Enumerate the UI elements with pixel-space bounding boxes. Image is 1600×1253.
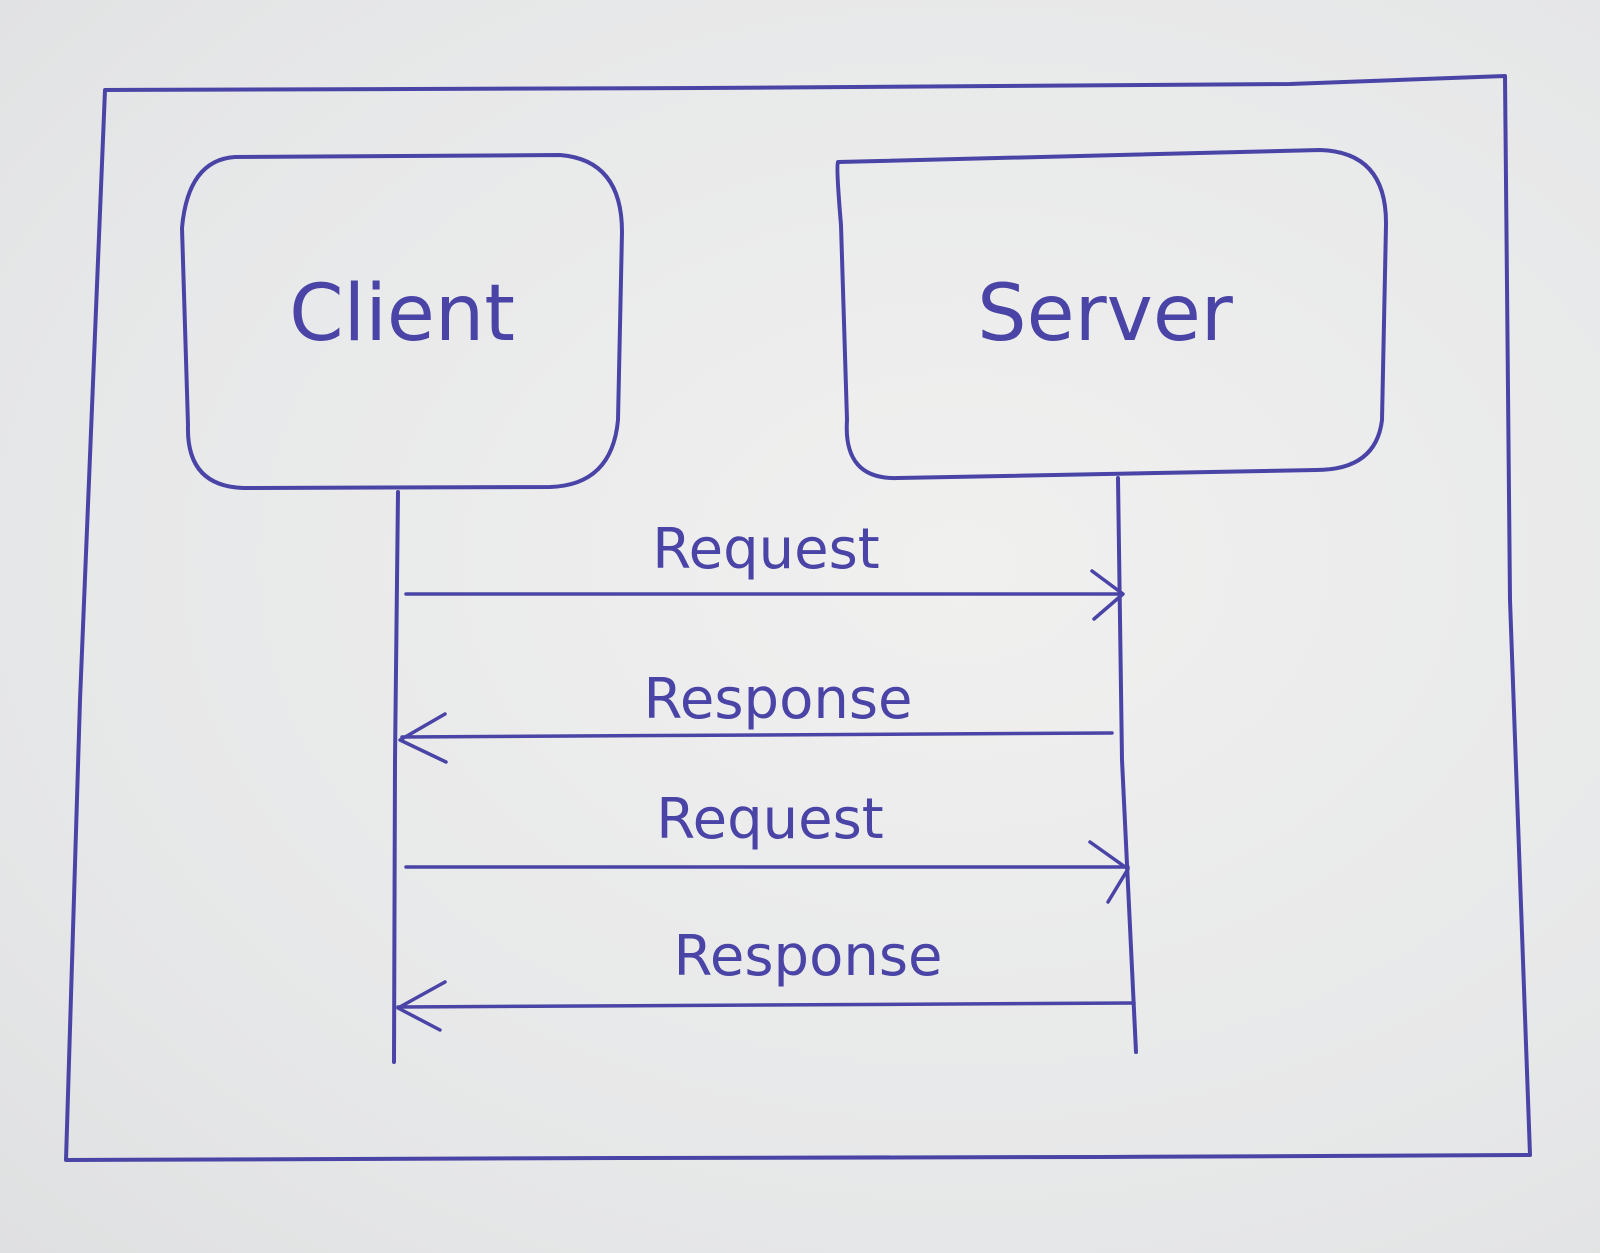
message-3-label: Request (656, 787, 883, 852)
client-box (180, 153, 624, 490)
message-4: Response (396, 924, 1136, 1032)
message-4-arrowhead (396, 980, 447, 1032)
message-2-line (400, 731, 1114, 739)
client-label: Client (289, 269, 515, 359)
message-1-arrowhead (1090, 569, 1125, 621)
message-2: Response (398, 667, 1114, 764)
participant-client: Client (180, 153, 624, 490)
message-3-arrowhead (1088, 840, 1130, 904)
client-lifeline (392, 490, 400, 1064)
message-4-line (396, 1001, 1136, 1009)
message-3: Request (404, 787, 1130, 904)
message-2-arrowhead (398, 712, 448, 764)
server-label: Server (977, 269, 1234, 359)
participant-server: Server (835, 148, 1389, 481)
message-2-label: Response (644, 667, 913, 732)
server-box (835, 148, 1389, 481)
outer-frame (64, 74, 1532, 1162)
message-1-label: Request (652, 517, 879, 582)
server-lifeline (1116, 476, 1138, 1054)
message-4-label: Response (674, 924, 943, 989)
message-1: Request (404, 517, 1125, 621)
